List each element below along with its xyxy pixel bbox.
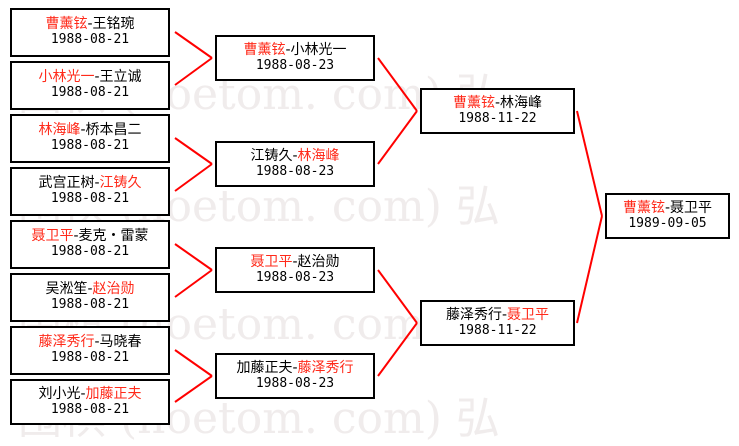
player-right: 赵治勋	[297, 253, 340, 270]
player-right: 马晓春	[99, 334, 142, 351]
bracket-connector	[174, 243, 213, 271]
player-right: 林海峰	[500, 94, 543, 111]
player-separator: -	[285, 41, 291, 58]
player-separator: -	[73, 228, 79, 245]
player-separator: -	[87, 16, 93, 33]
player-right: 赵治勋	[92, 281, 135, 298]
player-right: 藤泽秀行	[297, 359, 354, 376]
match-players: 曹薰铉-聂卫平	[622, 199, 713, 217]
match-players: 林海峰-桥本昌二	[38, 123, 141, 139]
match-date: 1988-08-23	[255, 375, 335, 391]
player-right: 王铭琬	[92, 16, 135, 33]
player-right: 麦克・雷蒙	[78, 228, 149, 245]
bracket-connector	[576, 110, 603, 217]
match-date: 1988-08-23	[255, 269, 335, 285]
player-separator: -	[94, 334, 100, 351]
player-right: 聂卫平	[670, 199, 713, 216]
bracket-connector	[174, 349, 213, 377]
player-separator: -	[494, 94, 501, 111]
player-right: 王立诚	[99, 69, 142, 86]
player-separator: -	[94, 69, 100, 86]
player-left: 江铸久	[250, 147, 293, 164]
match-date: 1988-08-21	[50, 191, 130, 207]
match-players: 江铸久-林海峰	[250, 147, 340, 165]
match-players: 曹薰铉-王铭琬	[45, 17, 134, 33]
match-date: 1988-11-22	[458, 110, 537, 126]
player-right: 林海峰	[297, 147, 340, 164]
match-players: 聂卫平-麦克・雷蒙	[31, 229, 148, 245]
match-date: 1988-08-23	[255, 163, 335, 179]
bracket-connector	[174, 137, 213, 165]
player-left: 曹薰铉	[45, 16, 88, 33]
tournament-bracket: 围棋 (hoetom. com) 弘 围棋 (hoetom. com) 弘 围棋…	[10, 8, 730, 444]
match-date: 1988-08-21	[50, 85, 130, 101]
player-separator: -	[501, 306, 508, 323]
match-players: 藤泽秀行-聂卫平	[445, 306, 550, 324]
match-players: 藤泽秀行-马晓春	[38, 335, 141, 351]
player-left: 吴淞笙	[45, 281, 88, 298]
player-right: 桥本昌二	[85, 122, 142, 139]
player-left: 曹薰铉	[243, 41, 286, 58]
player-separator: -	[664, 199, 671, 216]
match-date: 1989-09-05	[628, 215, 707, 231]
player-separator: -	[292, 359, 298, 376]
match-players: 聂卫平-赵治勋	[250, 253, 340, 271]
match-players: 武宫正树-江铸久	[38, 176, 141, 192]
player-left: 聂卫平	[31, 228, 74, 245]
player-separator: -	[292, 147, 298, 164]
player-right: 小林光一	[290, 41, 347, 58]
player-left: 曹薰铉	[452, 94, 495, 111]
match-date: 1988-08-21	[50, 401, 130, 417]
player-separator: -	[80, 385, 86, 402]
bracket-connector	[174, 31, 213, 59]
player-left: 林海峰	[38, 122, 81, 139]
match-players: 加藤正夫-藤泽秀行	[236, 359, 354, 377]
match-date: 1988-08-21	[50, 297, 130, 313]
player-separator: -	[94, 175, 100, 192]
player-left: 藤泽秀行	[445, 306, 502, 323]
player-right: 聂卫平	[507, 306, 550, 323]
player-right: 加藤正夫	[85, 385, 142, 402]
match-players: 小林光一-王立诚	[38, 70, 141, 86]
match-date: 1988-08-21	[50, 244, 130, 260]
match-date: 1988-08-23	[255, 57, 335, 73]
player-left: 刘小光	[38, 385, 81, 402]
player-left: 藤泽秀行	[38, 334, 95, 351]
player-left: 聂卫平	[250, 253, 293, 270]
match-date: 1988-11-22	[458, 322, 537, 338]
match-players: 刘小光-加藤正夫	[38, 385, 142, 403]
player-left: 曹薰铉	[622, 199, 665, 216]
player-left: 加藤正夫	[236, 359, 293, 376]
player-separator: -	[87, 281, 93, 298]
match-date: 1988-08-21	[50, 138, 130, 154]
match-players: 曹薰铉-林海峰	[452, 94, 543, 112]
match-players: 曹薰铉-小林光一	[243, 41, 347, 59]
bracket-connector	[576, 215, 603, 324]
match-date: 1988-08-21	[50, 350, 130, 366]
player-left: 小林光一	[38, 69, 95, 86]
player-right: 江铸久	[99, 175, 142, 192]
match-players: 吴淞笙-赵治勋	[45, 282, 134, 298]
match-date: 1988-08-21	[50, 32, 130, 48]
player-separator: -	[292, 253, 298, 270]
player-left: 武宫正树	[38, 175, 95, 192]
player-separator: -	[80, 122, 86, 139]
